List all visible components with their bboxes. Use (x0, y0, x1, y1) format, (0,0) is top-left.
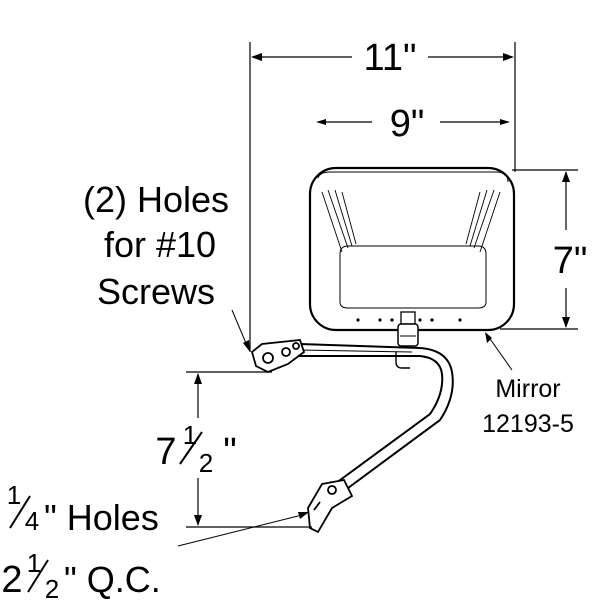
qc-holes-text: " Holes (44, 497, 159, 538)
fraction-slash (9, 495, 31, 529)
mirror-stud (400, 311, 416, 325)
mirror-inner-panel (339, 245, 487, 309)
spacing-denominator: 2 (199, 448, 213, 478)
qc-holes-denominator: 4 (25, 506, 39, 536)
qc-holes-numerator: 1 (7, 480, 21, 510)
lower-bracket-body (307, 478, 354, 534)
qc-holes-label: 1 4 " Holes (7, 480, 159, 538)
holes-label-line2: for #10 (104, 224, 216, 265)
mirror-leader-line (487, 335, 513, 371)
arrowhead-left (316, 119, 326, 125)
holes-label-line1: (2) Holes (83, 179, 229, 220)
arm-highlight (299, 349, 413, 353)
overall-width-dimension (249, 42, 516, 352)
qc-spacing-whole: 2 (1, 559, 22, 601)
bracket-body (250, 339, 306, 373)
bracket-bolt (292, 342, 300, 350)
arrowhead-down (194, 515, 202, 526)
mirror-head (308, 166, 516, 347)
qc-spacing-text: " Q.C. (64, 559, 161, 600)
lower-bracket-edge (313, 501, 321, 511)
mirror-leader-arrow (485, 332, 492, 343)
support-arm (279, 342, 454, 495)
lower-mount-bracket (307, 478, 354, 534)
arm-outer (279, 342, 454, 495)
mirror-rim (317, 171, 509, 183)
holes-leader-line (231, 309, 249, 349)
fraction-slash (27, 559, 49, 593)
mount-spacing-label: 7 1 2 " (155, 420, 236, 478)
qc-spacing-label: 2 1 2 " Q.C. (1, 548, 160, 601)
qc-spacing-numerator: 1 (27, 548, 41, 578)
mirror-width-label: 9" (390, 103, 425, 145)
arm-joint (395, 352, 410, 369)
holes-leader-arrow (243, 340, 250, 352)
arrowhead-right (500, 119, 510, 125)
lower-bracket-hole (327, 485, 337, 495)
upper-mount-bracket (250, 339, 306, 373)
overall-width-label: 11" (364, 37, 417, 79)
mirror-mount-clamp (397, 323, 419, 347)
holes-label-line3: Screws (97, 271, 215, 312)
bracket-hole (281, 347, 291, 357)
spacing-unit: " (223, 431, 237, 473)
spacing-numerator: 1 (183, 420, 197, 450)
arm-inner (286, 355, 444, 487)
arrowhead-up (194, 373, 202, 384)
mirror-shading (321, 189, 501, 253)
arrowhead-left (251, 53, 262, 61)
arrowhead-down (562, 317, 570, 328)
mirror-part-label-line2: 12193-5 (482, 410, 574, 438)
qc-spacing-denominator: 2 (45, 574, 59, 601)
spacing-whole: 7 (155, 431, 176, 473)
qc-leader-arrow (298, 512, 309, 519)
qc-leader-line (177, 513, 307, 547)
bracket-hole (262, 352, 274, 364)
arrowhead-right (503, 53, 514, 61)
mirror-part-label-line1: Mirror (495, 375, 560, 403)
arrowhead-up (562, 171, 570, 182)
mirror-bottom-rivets (356, 318, 462, 322)
mirror-height-label: 7" (553, 240, 588, 282)
fraction-slash (179, 431, 203, 465)
